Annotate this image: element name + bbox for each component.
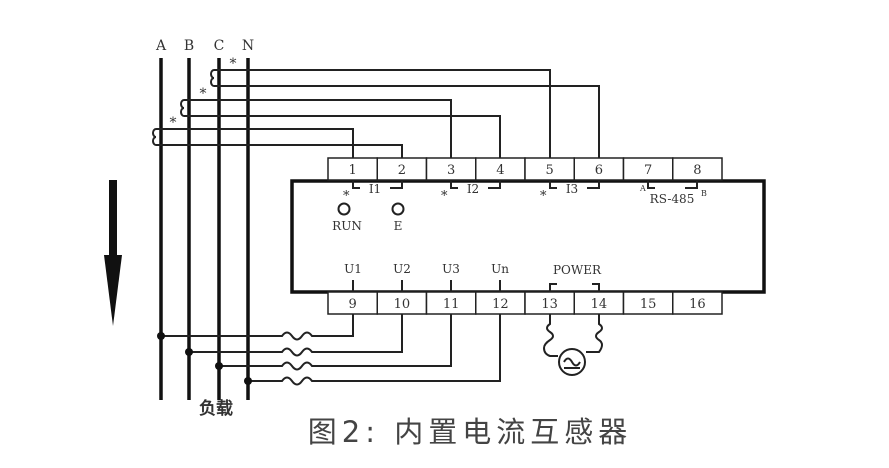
wire-un [248, 314, 501, 386]
wire-u3 [219, 314, 452, 371]
ct-coil-c [210, 69, 219, 87]
wire-u1 [161, 314, 354, 341]
polarity-star-i1: * [343, 189, 350, 204]
power-wires [542, 314, 603, 357]
terminal-7: 7 [622, 157, 674, 181]
terminal-number: 1 [348, 163, 356, 178]
rs485-b-label: B [701, 189, 707, 198]
terminal-number: 7 [644, 163, 652, 178]
label-i1: I1 [369, 182, 381, 196]
run-indicator-icon [337, 202, 351, 216]
voltage-ticks [352, 280, 600, 292]
terminal-number: 10 [394, 297, 411, 312]
terminal-number: 2 [398, 163, 406, 178]
terminal-number: 5 [545, 163, 553, 178]
terminal-10: 10 [376, 291, 428, 315]
terminal-4: 4 [475, 157, 526, 181]
terminal-1: 1 [327, 157, 378, 181]
terminal-number: 6 [595, 163, 603, 178]
figure-caption: 图2: 内置电流互感器 [308, 415, 632, 449]
terminal-cell [672, 157, 723, 181]
load-label: 负载 [199, 398, 233, 419]
label-un: Un [491, 262, 509, 276]
ct-coil-a [152, 128, 161, 146]
run-label: RUN [332, 219, 362, 233]
phase-label-a: A [155, 38, 167, 54]
polarity-star-c: * [230, 56, 237, 72]
ac-wave-icon [563, 357, 581, 369]
terminal-number: 4 [496, 163, 504, 178]
terminal-5: 5 [524, 157, 575, 181]
terminal-number: 8 [693, 163, 701, 178]
terminal-6: 6 [573, 157, 625, 181]
terminal-number: 3 [447, 163, 455, 178]
phase-label-c: C [214, 38, 225, 54]
wire-u2 [189, 314, 403, 357]
rs485-a-label: A [639, 184, 646, 193]
terminal-14: 14 [573, 291, 625, 315]
ac-source-icon [558, 348, 586, 376]
terminal-number: 12 [492, 297, 509, 312]
rs485-label: RS-485 [650, 192, 695, 206]
label-u2: U2 [393, 262, 411, 276]
bottom-terminal-block: 9 10 11 12 13 14 15 16 [327, 291, 723, 315]
current-brackets [352, 181, 698, 189]
terminal-16: 16 [672, 291, 723, 315]
terminal-number: 9 [348, 297, 356, 312]
terminal-13: 13 [524, 291, 575, 315]
terminal-8: 8 [672, 157, 723, 181]
top-terminal-block: 1 2 3 4 5 6 7 8 [327, 157, 723, 181]
terminal-12: 12 [475, 291, 526, 315]
phase-label-b: B [184, 38, 194, 54]
error-indicator-icon [391, 202, 405, 216]
ct-coil-b [180, 99, 189, 117]
polarity-star-a: * [170, 115, 177, 131]
terminal-number: 14 [591, 297, 608, 312]
terminal-9: 9 [327, 291, 378, 315]
phase-lines [159, 58, 250, 400]
terminal-number: 16 [689, 297, 706, 312]
terminal-15: 15 [622, 291, 674, 315]
terminal-number: 13 [541, 297, 558, 312]
polarity-star-i3: * [540, 189, 547, 204]
ct-coils [152, 69, 219, 146]
label-i2: I2 [467, 182, 479, 196]
polarity-star-i2: * [441, 189, 448, 204]
label-u1: U1 [344, 262, 362, 276]
ct-wires [161, 69, 600, 158]
power-label: POWER [553, 263, 602, 277]
terminal-2: 2 [376, 157, 428, 181]
phase-label-n: N [242, 38, 254, 54]
terminal-number: 11 [443, 297, 460, 312]
polarity-star-b: * [200, 86, 207, 102]
current-direction-arrow-icon [104, 180, 122, 326]
terminal-11: 11 [425, 291, 477, 315]
terminal-3: 3 [425, 157, 477, 181]
label-u3: U3 [442, 262, 460, 276]
error-label: E [394, 219, 403, 233]
terminal-cell [672, 291, 723, 315]
junction-dots [157, 332, 252, 385]
terminal-number: 15 [640, 297, 657, 312]
voltage-wires [161, 314, 501, 386]
label-i3: I3 [566, 182, 578, 196]
